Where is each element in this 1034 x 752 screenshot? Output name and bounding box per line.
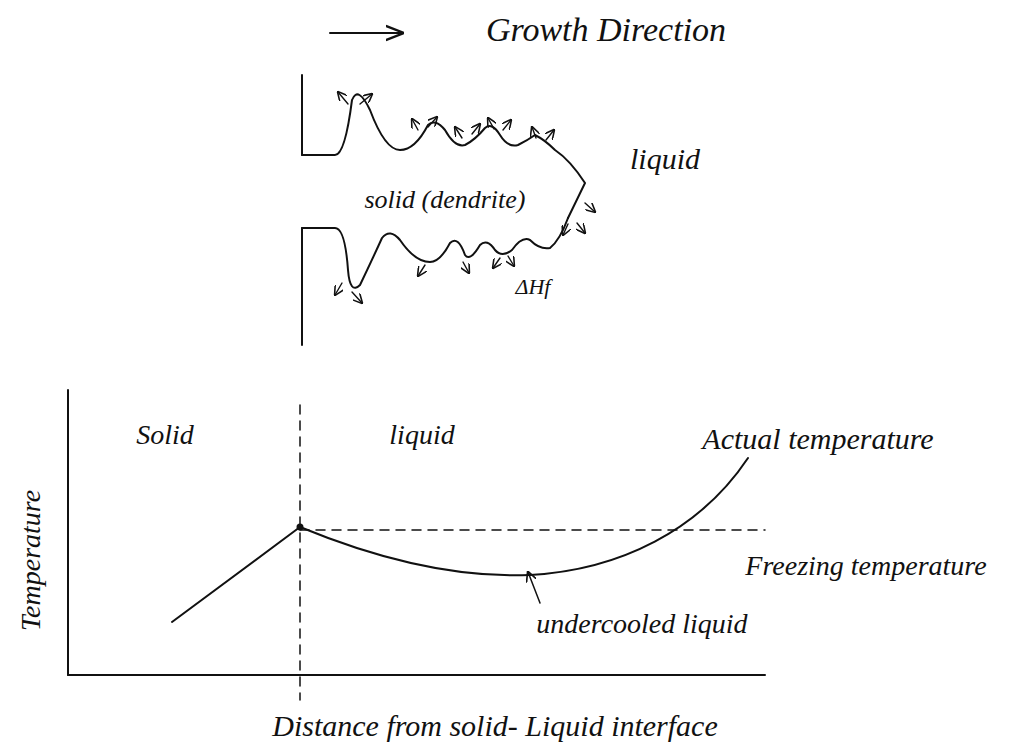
region-label: liquid — [386, 420, 457, 451]
solid-temperature — [172, 527, 300, 622]
line-label: Freezing temperature — [742, 551, 989, 582]
phase-label: liquid — [627, 142, 703, 175]
actual-temperature-curve — [300, 458, 748, 575]
y-axis — [67, 390, 69, 675]
region-label: Solid — [133, 420, 197, 451]
axis-label: Temperature — [17, 486, 48, 633]
leader-line — [528, 572, 540, 603]
freezing-line — [300, 529, 765, 531]
interface-line — [299, 405, 301, 700]
phase-label: solid (dendrite) — [361, 186, 528, 215]
callout-label: undercooled liquid — [533, 609, 750, 640]
growth-arrow — [330, 32, 402, 34]
x-axis — [68, 674, 765, 676]
wall-line — [301, 75, 303, 155]
direction-label: Growth Direction — [483, 11, 729, 48]
heat-flow-arrows — [335, 92, 595, 303]
wall-line — [301, 228, 303, 345]
dendrite-outline — [302, 94, 585, 218]
heat-label: ΔHf — [513, 275, 554, 299]
interface-point — [298, 525, 303, 530]
temperature-graph — [68, 390, 765, 700]
axis-label: Distance from solid- Liquid interface — [269, 709, 721, 742]
curve-label: Actual temperature — [699, 422, 936, 455]
